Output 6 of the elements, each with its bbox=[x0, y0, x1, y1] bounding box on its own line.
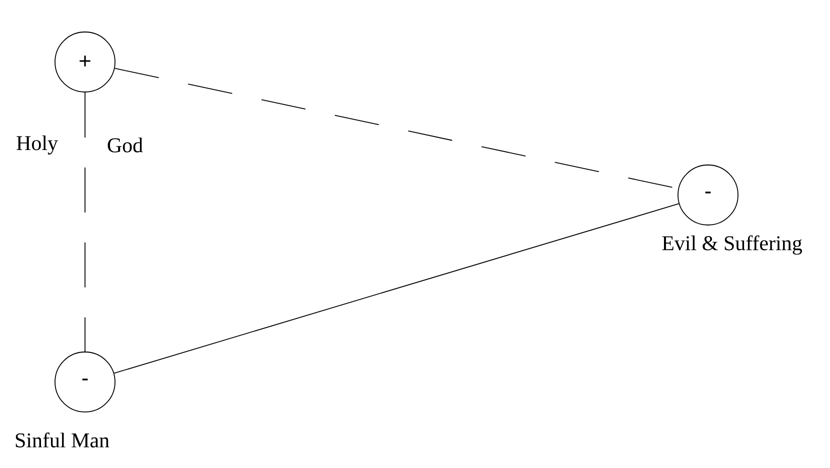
connector-line bbox=[84, 92, 86, 352]
node-caption: Evil & Suffering bbox=[662, 235, 802, 255]
connector-line bbox=[114, 203, 680, 374]
node-caption: God bbox=[108, 138, 143, 152]
node-caption: Holy bbox=[16, 135, 58, 155]
node-caption: Sinful Man bbox=[16, 432, 110, 448]
